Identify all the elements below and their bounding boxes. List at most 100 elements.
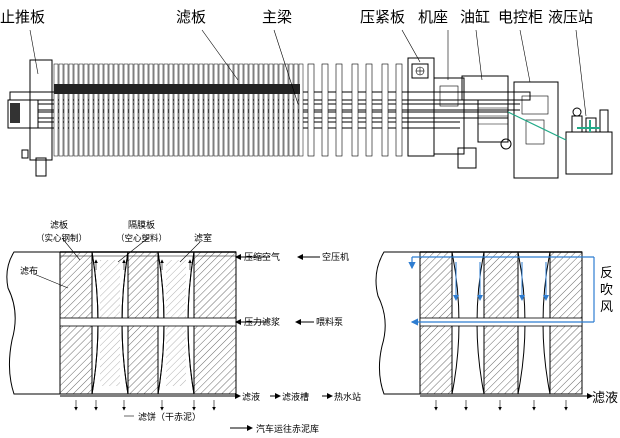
label-filter-plate-1: 滤板 (50, 219, 68, 231)
filter-plate (68, 63, 74, 157)
control-cabinet (513, 81, 559, 179)
filter-plate (168, 63, 174, 157)
label-hydraulic-station: 液压站 (548, 8, 593, 26)
label-control-cabinet: 电控柜 (498, 8, 543, 26)
filter-plate (268, 63, 274, 157)
filter-plate (123, 63, 129, 157)
filter-plate (288, 63, 294, 157)
filter-plate (223, 63, 229, 157)
right-broken-edge (375, 251, 421, 395)
label-blowback-3: 风 (600, 300, 613, 315)
left-broken-edge (6, 251, 61, 395)
filter-plate (83, 63, 89, 157)
plate-handles (54, 84, 300, 94)
label-filter-plate: 滤板 (176, 8, 206, 26)
filter-plate (233, 63, 239, 157)
label-pressure-slurry: 压力滤浆 (244, 316, 280, 328)
filter-plate (78, 63, 84, 157)
loose-filter-plate (365, 63, 373, 157)
tail-plate-clamp (10, 103, 20, 123)
filter-plate (133, 63, 139, 157)
label-membrane-2: （空心塑料） (116, 233, 167, 244)
label-membrane-1: 隔膜板 (128, 219, 155, 231)
loose-filter-plates (307, 63, 403, 157)
filter-plate (53, 63, 59, 157)
filter-plate (218, 63, 224, 157)
oil-cylinder (461, 75, 509, 101)
hydraulic-station (565, 131, 613, 175)
filter-plate (88, 63, 94, 157)
label-oil-cylinder: 油缸 (460, 8, 490, 26)
label-air-compressor: 空压机 (322, 251, 349, 263)
filter-plate (163, 63, 169, 157)
filter-plate (203, 63, 209, 157)
loose-filter-plate (321, 63, 329, 157)
filter-plate (113, 63, 119, 157)
filter-plate (158, 63, 164, 157)
filter-plate (93, 63, 99, 157)
label-tail-plate: 止推板 (0, 8, 45, 26)
label-blowback-2: 吹 (600, 283, 613, 298)
label-cloth: 滤布 (20, 265, 38, 277)
label-filtrate: 滤液 (242, 391, 260, 403)
left-leg (35, 157, 47, 177)
loose-filter-plate (335, 63, 343, 157)
filter-plate (143, 63, 149, 157)
filter-plate (263, 63, 269, 157)
label-feed-pump: 喂料泵 (316, 316, 343, 328)
filter-plate (213, 63, 219, 157)
filter-plate (153, 63, 159, 157)
machine-base (433, 77, 465, 155)
filter-press-machine: 止推板 滤板 主梁 压紧板 机座 油缸 电控柜 液压站 (0, 8, 613, 179)
filter-plate (198, 63, 204, 157)
filter-plate (248, 63, 254, 157)
filter-plate (118, 63, 124, 157)
filter-plate (193, 63, 199, 157)
label-machine-base: 机座 (418, 8, 448, 26)
label-filtrate-tank: 滤液槽 (282, 391, 309, 403)
filter-plate (183, 63, 189, 157)
label-cake: 滤饼（干赤泥） (138, 411, 201, 423)
left-process-diagram: 滤板 （实心钢制） 隔膜板 （空心塑料） 滤室 滤布 压缩空气 空压机 压力滤浆… (6, 219, 361, 435)
right-leg (457, 147, 477, 169)
filter-plate-pack (53, 63, 304, 157)
filter-plate (73, 63, 79, 157)
filter-plate (273, 63, 279, 157)
label-main-beam: 主梁 (262, 8, 292, 26)
loose-filter-plate (351, 63, 359, 157)
label-blowback-1: 反 (600, 266, 613, 281)
label-filtrate-right: 滤液 (592, 391, 618, 406)
filter-plate (298, 63, 304, 157)
filter-plate (108, 63, 114, 157)
filter-plate (188, 63, 194, 157)
slurry-channel (59, 317, 237, 327)
filter-plate (98, 63, 104, 157)
tail-support (29, 59, 53, 161)
label-compressed-air: 压缩空气 (244, 251, 280, 263)
filter-plate (228, 63, 234, 157)
label-press-plate: 压紧板 (360, 8, 405, 26)
filter-plate (278, 63, 284, 157)
filter-plate (58, 63, 64, 157)
filter-plate (138, 63, 144, 157)
filter-plate (148, 63, 154, 157)
filter-plate (293, 63, 299, 157)
filter-plate (103, 63, 109, 157)
filter-plate (208, 63, 214, 157)
label-chamber: 滤室 (194, 232, 212, 244)
filter-plate (238, 63, 244, 157)
loose-filter-plate (395, 63, 403, 157)
filter-plate (243, 63, 249, 157)
filter-plate (283, 63, 289, 157)
loose-filter-plate (381, 63, 389, 157)
filter-plate (173, 63, 179, 157)
filter-plate (178, 63, 184, 157)
label-filter-plate-2: （实心钢制） (36, 233, 87, 244)
loose-filter-plate (307, 63, 315, 157)
filter-plate (253, 63, 259, 157)
filter-plate (63, 63, 69, 157)
label-hot-water-station: 热水站 (334, 391, 361, 403)
label-truck: 汽车运往赤泥库 (256, 423, 319, 435)
